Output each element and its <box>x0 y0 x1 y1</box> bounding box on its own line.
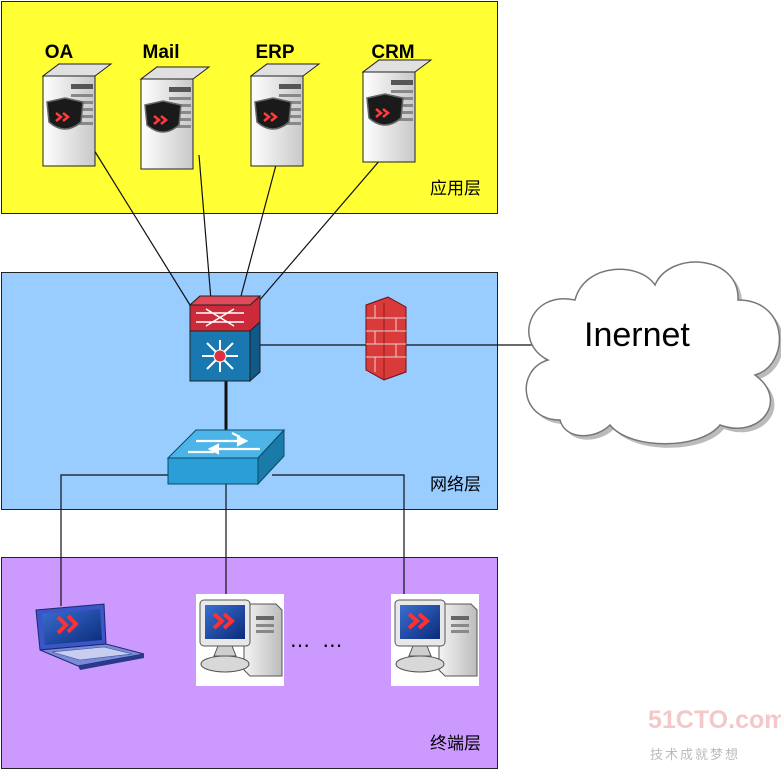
watermark-brand: 51CTO.com <box>648 706 781 734</box>
terminal-layer-label: 终端层 <box>430 734 481 754</box>
network-layer-label: 网络层 <box>430 475 481 495</box>
network-layer: 网络层 <box>1 272 498 510</box>
ellipsis: … … <box>290 628 346 652</box>
watermark-slogan: 技术成就梦想 <box>650 748 741 763</box>
application-layer: 应用层 <box>1 1 498 214</box>
server-label-erp: ERP <box>255 42 295 63</box>
server-label-mail: Mail <box>142 42 180 63</box>
server-label-crm: CRM <box>371 42 415 63</box>
application-layer-label: 应用层 <box>430 179 481 199</box>
internet-label: Inernet <box>584 316 690 354</box>
terminal-layer: 终端层 <box>1 557 498 769</box>
server-label-oa: OA <box>44 42 74 63</box>
